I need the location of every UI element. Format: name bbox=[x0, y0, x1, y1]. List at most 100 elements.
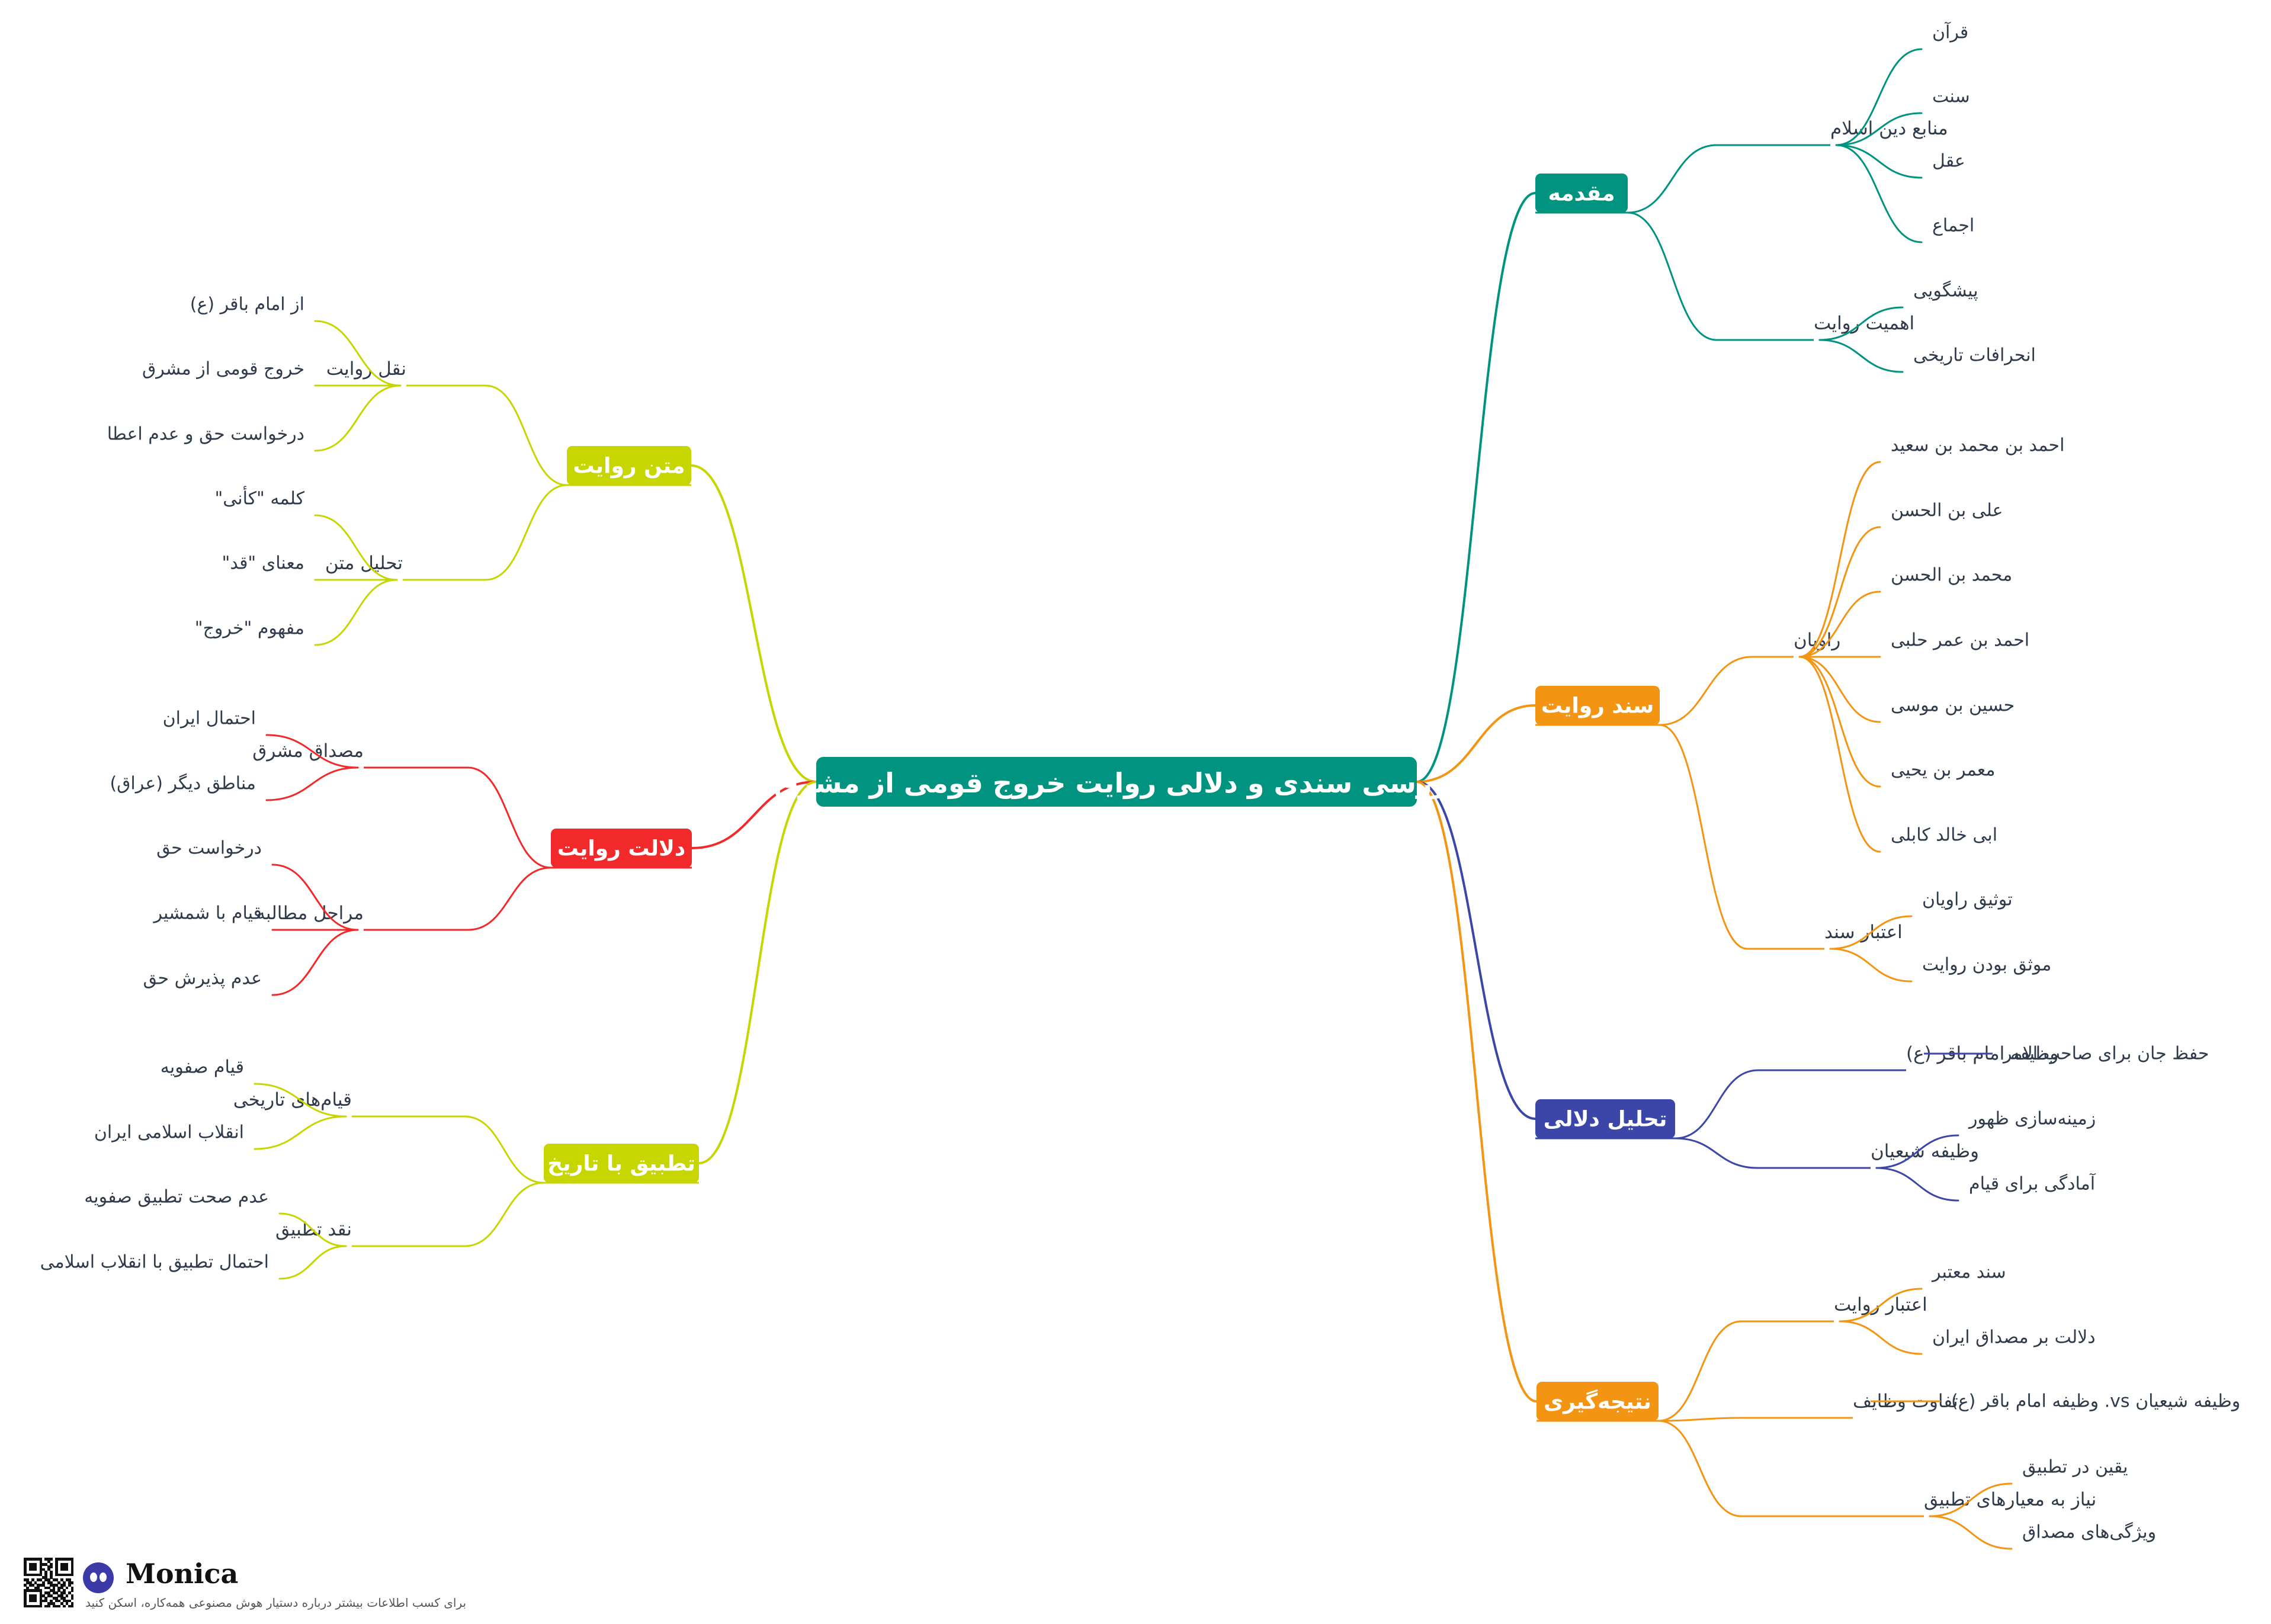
leaf-node-label: درخواست حق و عدم اعطا bbox=[107, 424, 304, 445]
sub-connector bbox=[1674, 1137, 1759, 1169]
leaf-node-label: قیام با شمشیر bbox=[152, 903, 262, 924]
branch-connector bbox=[691, 781, 817, 849]
leaf-node-label: سنت bbox=[1932, 86, 1970, 107]
leaf-connector bbox=[1798, 526, 1881, 658]
sub-connector bbox=[1657, 1417, 1743, 1422]
leaf-node-label: حسین بن موسی bbox=[1891, 695, 2015, 716]
sub-connector bbox=[463, 1115, 545, 1184]
branch-node: مقدمه bbox=[1535, 174, 1628, 213]
leaf-connector bbox=[1798, 656, 1881, 723]
branch-node: سند روایت bbox=[1535, 686, 1660, 725]
leaf-node-label: توثیق راویان bbox=[1922, 890, 2013, 910]
leaf-node-label: ابی خالد کابلی bbox=[1891, 825, 1997, 846]
branch-node: دلالت روایت bbox=[551, 829, 692, 868]
branch-node: تطبیق با تاریخ bbox=[544, 1144, 699, 1183]
footer-tagline: برای کسب اطلاعات بیشتر درباره دستیار هوش… bbox=[85, 1596, 467, 1610]
qr-code-icon bbox=[24, 1558, 74, 1608]
sub-node-label: اعتبار سند bbox=[1824, 922, 1903, 943]
sub-connector bbox=[463, 1182, 545, 1247]
leaf-connector bbox=[1839, 1288, 1923, 1323]
branch-node-label: تحلیل دلالی bbox=[1544, 1108, 1667, 1132]
leaf-node-label: علی بن الحسن bbox=[1891, 500, 2003, 521]
sub-connector bbox=[485, 484, 568, 581]
leaf-node-label: خروج قومی از مشرق bbox=[142, 359, 304, 380]
leaf-connector bbox=[254, 1083, 347, 1118]
leaf-node-label: پیشگویی bbox=[1913, 281, 1978, 301]
branch-node-box bbox=[1535, 686, 1660, 725]
leaf-node-label: احتمال ایران bbox=[163, 708, 256, 729]
sub-node-label: مصداق مشرق bbox=[252, 740, 364, 762]
leaf-node-label: کلمه "کأنی" bbox=[214, 486, 304, 509]
root-node-label: بررسی سندی و دلالی روایت خروج قومی از مش… bbox=[774, 767, 1460, 799]
sub-node-label: نیاز به معیارهای تطبیق bbox=[1924, 1489, 2096, 1510]
leaf-node-label: آمادگی برای قیام bbox=[1969, 1173, 2096, 1195]
branch-node-box bbox=[1537, 1382, 1659, 1421]
leaf-connector bbox=[278, 1212, 347, 1247]
leaf-connector bbox=[271, 929, 359, 996]
leaf-node-label: از امام باقر (ع) bbox=[190, 294, 304, 315]
leaf-connector bbox=[314, 384, 402, 452]
sub-connector bbox=[485, 384, 568, 486]
leaf-connector bbox=[314, 579, 398, 646]
leaf-connector bbox=[1929, 1515, 2013, 1550]
branch-connector bbox=[1416, 704, 1537, 783]
sub-node-label: تحلیل متن bbox=[325, 553, 403, 574]
branch-connector bbox=[690, 464, 817, 783]
branch-connector bbox=[698, 781, 817, 1164]
leaf-node-label: انحرافات تاریخی bbox=[1913, 345, 2036, 366]
sub-node-label: وظیفه شیعیان bbox=[1871, 1141, 1979, 1162]
leaf-connector bbox=[1798, 461, 1881, 658]
monica-logo-icon bbox=[83, 1562, 114, 1593]
leaf-connector bbox=[1875, 1167, 1959, 1202]
leaf-node-label: مناطق دیگر (عراق) bbox=[110, 774, 256, 794]
sub-connector bbox=[1627, 144, 1718, 214]
leaf-connector bbox=[1835, 144, 1923, 243]
leaf-node-label: مفهوم "خروج" bbox=[195, 618, 304, 639]
sub-node-label: مراحل مطالبه bbox=[256, 903, 364, 924]
sub-node-label: اهمیت روایت bbox=[1814, 313, 1914, 334]
leaf-node-label: احتمال تطبیق با انقلاب اسلامی bbox=[40, 1252, 269, 1273]
sub-connector bbox=[1657, 1420, 1743, 1517]
sub-connector bbox=[1657, 1320, 1743, 1422]
leaf-node-label: انقلاب اسلامی ایران bbox=[94, 1122, 244, 1143]
leaf-node-label: عقل bbox=[1932, 151, 1965, 172]
root-node: بررسی سندی و دلالی روایت خروج قومی از مش… bbox=[774, 757, 1460, 807]
branch-node-box bbox=[1535, 1099, 1675, 1138]
leaf-node-label: دلالت بر مصداق ایران bbox=[1932, 1327, 2096, 1348]
leaf-connector bbox=[314, 320, 402, 387]
sub-connector bbox=[467, 766, 552, 869]
leaf-node-label: محمد بن الحسن bbox=[1891, 565, 2012, 586]
footer: Monica برای کسب اطلاعات بیشتر درباره دست… bbox=[24, 1558, 557, 1611]
leaf-connector bbox=[1829, 915, 1913, 950]
leaf-connector bbox=[271, 864, 359, 931]
branch-node-box bbox=[544, 1144, 699, 1183]
branch-connector bbox=[1416, 192, 1537, 783]
leaf-connector bbox=[1818, 306, 1904, 341]
leaf-connector bbox=[1929, 1482, 2013, 1517]
leaf-node-label: وظیفه شیعیان vs. وظیفه امام باقر (ع) bbox=[1951, 1391, 2240, 1412]
branch-node: متن روایت bbox=[567, 446, 691, 485]
branch-node-label: نتیجه‌گیری bbox=[1544, 1389, 1651, 1414]
leaf-node-label: عدم پذیرش حق bbox=[143, 968, 262, 989]
branch-node-box bbox=[1535, 174, 1628, 213]
sub-connector bbox=[1674, 1069, 1759, 1140]
branch-node-box bbox=[551, 829, 692, 868]
leaf-connector bbox=[265, 734, 359, 769]
branch-connector bbox=[1416, 781, 1538, 1402]
leaf-connector bbox=[1818, 339, 1904, 373]
sub-connector bbox=[1659, 724, 1749, 950]
branch-node-box bbox=[567, 446, 691, 485]
leaf-connector bbox=[1835, 48, 1923, 146]
leaf-connector bbox=[1798, 656, 1881, 788]
sub-node-label: قیام‌های تاریخی bbox=[233, 1089, 352, 1111]
sub-node-label: نقل روایت bbox=[326, 358, 406, 380]
sub-connector bbox=[1659, 656, 1753, 726]
leaf-node-label: معمر بن یحیی bbox=[1891, 760, 1995, 781]
sub-connector bbox=[467, 866, 552, 931]
leaf-node-label: اجماع bbox=[1932, 216, 1974, 236]
leaf-node-label: موثق بودن روایت bbox=[1922, 955, 2051, 975]
